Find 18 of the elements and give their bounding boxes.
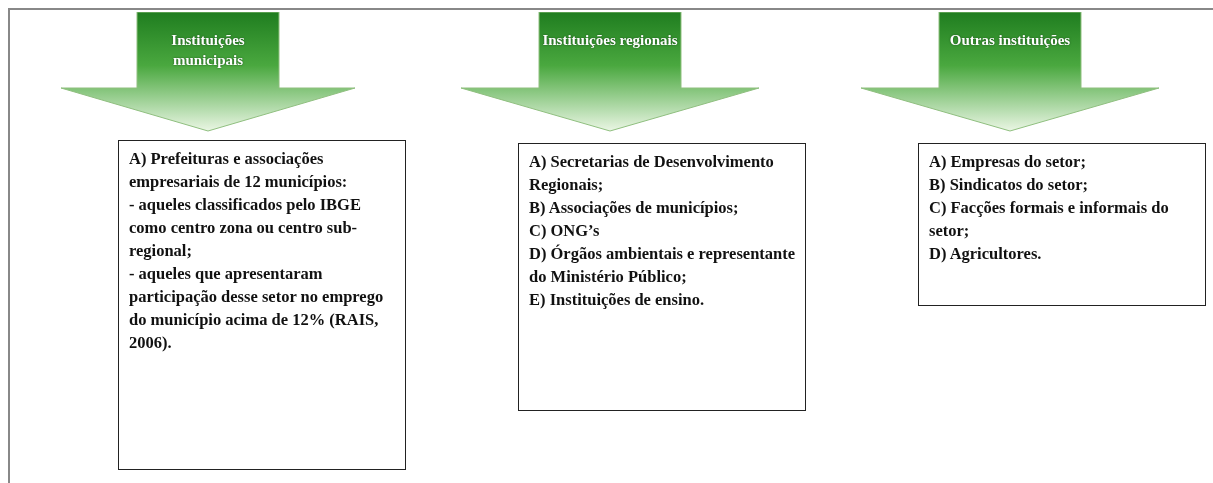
arrow-label: Outras instituições (948, 31, 1072, 50)
list-item: C) Facções formais e informais do setor; (929, 197, 1170, 242)
arrow-label: Instituições municipais (170, 31, 246, 70)
list-item: E) Instituições de ensino. (529, 289, 706, 311)
list-item: D) Agricultores. (929, 243, 1043, 265)
list-item: D) Órgãos ambientais e representante do Ministério Público; (529, 243, 797, 288)
list-box (118, 140, 406, 470)
list-item: - aqueles classificados pelo IBGE como centro zona ou centro sub-regional; (129, 194, 362, 262)
list-box (518, 143, 806, 411)
arrow-label: Instituições regionais (541, 31, 679, 50)
list-item: B) Associações de municípios; (529, 197, 740, 219)
list-item: A) Prefeituras e associações empresariais de 12 municípios: (129, 148, 349, 193)
list-item: C) ONG’s (529, 220, 601, 242)
list-box (918, 143, 1206, 306)
list-item: A) Secretarias de Desenvolvimento Regionais; (529, 151, 775, 196)
list-item: A) Empresas do setor; (929, 151, 1087, 173)
list-item: - aqueles que apresentaram participação desse setor no emprego do município acima de 12% (RAIS, 2006). (129, 263, 385, 354)
list-item: B) Sindicatos do setor; (929, 174, 1090, 196)
